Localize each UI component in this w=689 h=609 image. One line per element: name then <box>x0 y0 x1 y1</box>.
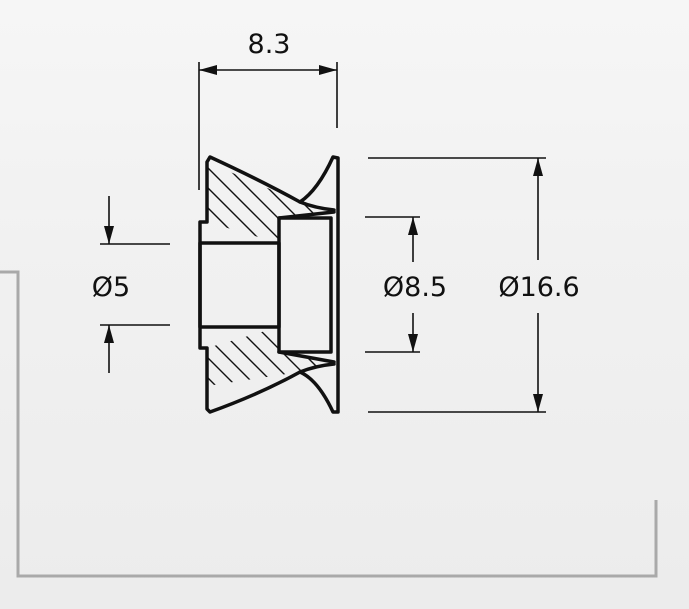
width-dimension <box>198 62 338 190</box>
outer-diameter-label: Ø16.6 <box>498 272 579 303</box>
groove-edge-top <box>298 200 336 212</box>
outer-diameter-dimension <box>368 157 546 413</box>
bore <box>198 241 281 329</box>
counterbore-chamfer-bottom <box>277 350 336 364</box>
bore-dimension <box>100 196 170 373</box>
bore-diameter-label: Ø5 <box>92 272 130 303</box>
part-outline <box>198 155 340 414</box>
pulley-cross-section <box>198 155 340 414</box>
counterbore-chamfer-top <box>277 210 336 220</box>
width-dimension-label: 8.3 <box>248 29 291 60</box>
groove-edge-bottom <box>298 362 336 374</box>
sheet-border <box>0 270 658 578</box>
dimension-lines <box>100 62 546 413</box>
counterbore <box>277 216 333 354</box>
section-hatch-top <box>207 162 334 243</box>
counterbore-dimension <box>365 216 420 353</box>
counterbore-diameter-label: Ø8.5 <box>383 272 447 303</box>
